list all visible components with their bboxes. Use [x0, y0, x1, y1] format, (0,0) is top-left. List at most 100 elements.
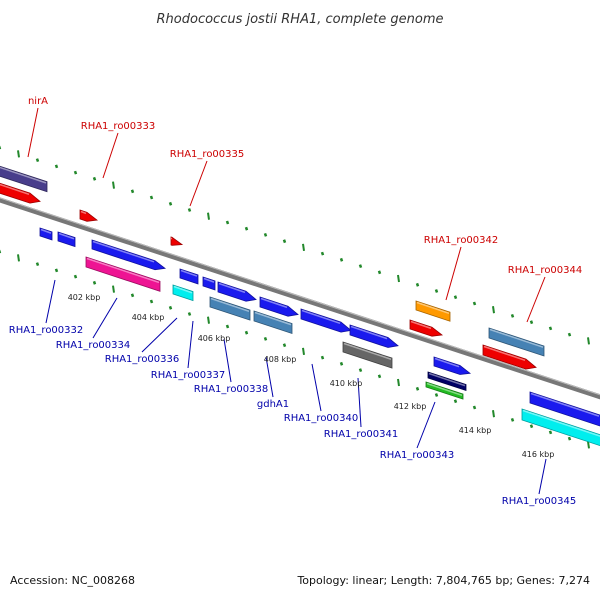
guide-dot	[548, 430, 553, 435]
feature-ro00331-highlight	[0, 183, 30, 196]
guide-dot	[263, 337, 268, 341]
genome-backbone	[0, 197, 600, 400]
guide-dot	[73, 170, 78, 175]
guide-dot	[112, 181, 115, 189]
guide-dot	[207, 212, 210, 220]
leader-top	[27, 107, 39, 158]
leader-bottom	[416, 401, 436, 449]
tick-label: 404 kbp	[132, 313, 165, 322]
feature-ro00336b	[179, 268, 199, 285]
dotted-guide-lines	[0, 145, 590, 449]
feature-ro00337	[202, 276, 216, 291]
feature-ro00338	[209, 296, 251, 321]
feature-ro00333	[79, 209, 99, 222]
feature-ro00342b-highlight	[410, 320, 432, 330]
feature-ro00341b	[342, 341, 393, 369]
guide-dot	[35, 262, 40, 266]
tick-label: 416 kbp	[522, 450, 555, 459]
guide-dot	[263, 233, 268, 237]
guide-dot	[168, 305, 173, 310]
guide-dot	[377, 374, 382, 379]
feature-ro00341b-body	[342, 341, 393, 369]
feature-ro00340-highlight	[301, 309, 341, 325]
tick-label: 414 kbp	[459, 426, 492, 435]
gene-label-bottom: RHA1_ro00343	[380, 450, 455, 461]
guide-dot	[244, 330, 249, 335]
guide-dot	[434, 393, 439, 397]
tick-label: 406 kbp	[198, 334, 231, 343]
guide-dot	[529, 320, 534, 325]
guide-dot	[320, 355, 325, 360]
feature-ro00335	[170, 236, 184, 246]
feature-ro00342-body	[415, 300, 451, 322]
gene-label-bottom: RHA1_ro00340	[284, 413, 359, 424]
feature-ro00343b-highlight	[428, 372, 466, 387]
guide-dot	[244, 226, 249, 231]
guide-dot	[472, 301, 477, 306]
feature-ro00341-highlight	[350, 325, 388, 340]
gene-label-top: RHA1_ro00342	[424, 235, 499, 246]
guide-dot	[92, 176, 97, 181]
feature-ro00332a	[39, 227, 53, 241]
gene-features	[0, 165, 600, 447]
guide-dot	[358, 368, 363, 372]
feature-ro00343	[433, 356, 472, 375]
guide-dot	[168, 201, 173, 206]
gene-label-bottom: RHA1_ro00332	[9, 325, 84, 336]
tick-label: 412 kbp	[394, 402, 427, 411]
guide-dot	[492, 306, 495, 314]
guide-dot	[207, 316, 210, 324]
feature-ro00345b-highlight	[522, 409, 600, 437]
guide-dot	[415, 282, 420, 287]
guide-dot	[587, 337, 590, 345]
gene-label-top: RHA1_ro00335	[170, 149, 245, 160]
gene-label-top: nirA	[28, 96, 48, 107]
feature-ro00337b	[217, 281, 257, 302]
feature-ro00336-highlight	[173, 285, 193, 294]
guide-dot	[54, 268, 59, 273]
feature-gdhA1b	[253, 310, 293, 335]
guide-dot	[339, 361, 344, 366]
feature-ro00345-highlight	[530, 392, 600, 417]
leader-bottom	[92, 297, 118, 339]
gene-label-top: RHA1_ro00333	[81, 121, 156, 132]
feature-ro00338-highlight	[210, 297, 250, 313]
guide-dot	[130, 293, 135, 298]
leader-bottom	[223, 338, 232, 383]
map-title: Rhodococcus jostii RHA1, complete genome	[157, 12, 444, 27]
feature-ro00344	[488, 327, 545, 357]
feature-ro00344-body	[488, 327, 545, 357]
feature-ro00331	[0, 182, 41, 204]
feature-ro00342-highlight	[416, 301, 450, 315]
gene-label-bottom: RHA1_ro00334	[56, 340, 131, 351]
feature-gdhA1b-highlight	[254, 311, 292, 326]
guide-dot	[149, 299, 154, 304]
feature-ro00337-body	[202, 276, 216, 291]
guide-dot	[397, 378, 400, 387]
guide-dot	[54, 164, 59, 169]
guide-dot	[415, 386, 420, 391]
feature-ro00337-highlight	[203, 277, 215, 283]
guide-dot	[434, 289, 439, 293]
gene-label-bottom: RHA1_ro00337	[151, 370, 226, 381]
leader-bottom	[311, 363, 322, 412]
leader-bottom	[265, 356, 274, 398]
guide-dot	[567, 332, 572, 337]
guide-dot	[377, 270, 382, 275]
feature-ro00332b	[57, 231, 76, 248]
feature-ro00334	[91, 239, 167, 271]
feature-ro00341b-highlight	[343, 342, 392, 360]
gene-label-bottom: RHA1_ro00336	[105, 354, 180, 365]
feature-gdhA1b-body	[253, 310, 293, 335]
feature-nirA-body	[0, 165, 48, 193]
feature-ro00334b	[85, 256, 161, 292]
feature-ro00334b-highlight	[86, 257, 160, 284]
feature-ro00334-highlight	[92, 240, 155, 263]
guide-dot	[397, 274, 400, 283]
leader-top	[445, 246, 462, 301]
feature-ro00336-body	[172, 284, 194, 302]
leader-bottom	[187, 320, 194, 369]
label-leader-lines	[27, 107, 547, 495]
feature-ro00332a-highlight	[40, 228, 52, 234]
feature-ro00338-body	[209, 296, 251, 321]
